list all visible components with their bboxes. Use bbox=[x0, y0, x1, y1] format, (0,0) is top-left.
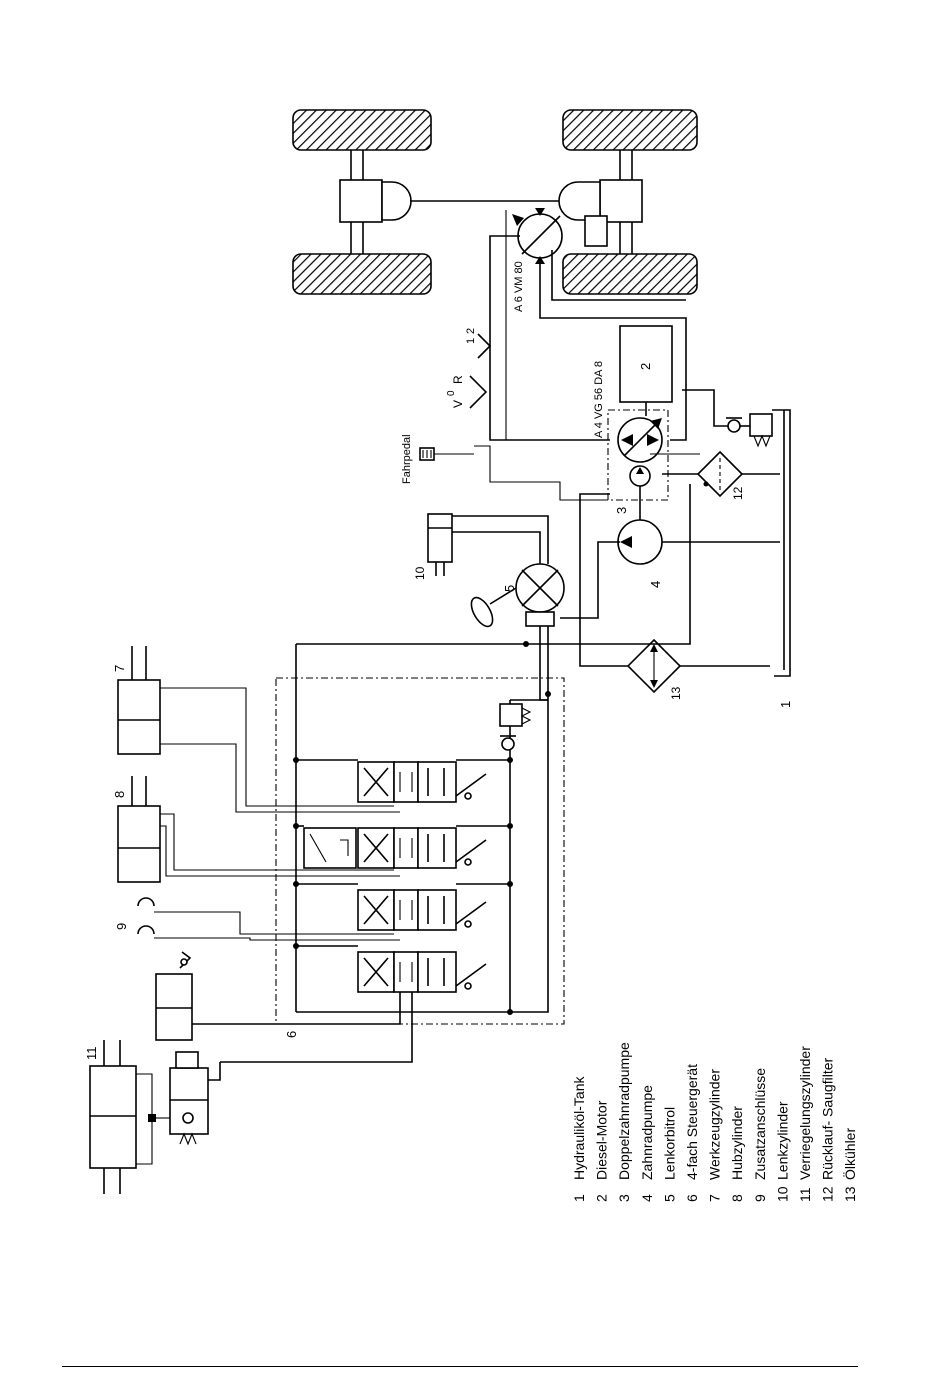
wheel-rear-right bbox=[562, 253, 698, 295]
oil-cooler: 13 bbox=[579, 493, 770, 700]
drive-axles bbox=[292, 109, 698, 295]
footer-rule bbox=[62, 1366, 858, 1367]
legend-name: Werkzeugzylinder bbox=[707, 1069, 723, 1180]
component-13-label: 13 bbox=[669, 686, 683, 700]
return-filter: 12 bbox=[662, 450, 780, 500]
legend-number: 13 bbox=[842, 1186, 858, 1202]
diesel-engine: 2 bbox=[619, 325, 673, 416]
legend-name: Doppelzahnradpumpe bbox=[616, 1042, 632, 1180]
legend-name: Lenkzylinder bbox=[774, 1101, 790, 1180]
component-7-label: 7 bbox=[112, 665, 127, 672]
component-10-label: 10 bbox=[413, 566, 427, 580]
lift-cylinder: 8 bbox=[112, 776, 400, 883]
legend-number: 5 bbox=[661, 1194, 677, 1202]
travel-pedal: Fahrpedal bbox=[401, 434, 608, 501]
bypass-valve bbox=[682, 389, 773, 448]
locking-system: 11 bbox=[84, 951, 413, 1194]
component-6-label: 6 bbox=[284, 1031, 299, 1038]
legend-name: Rücklauf- Saugfilter bbox=[820, 1057, 836, 1180]
legend-name: Hubzylinder bbox=[729, 1106, 745, 1180]
control-valve-block: 6 bbox=[275, 641, 565, 1038]
wheel-front-right bbox=[292, 253, 432, 295]
legend-name: Lenkorbitrol bbox=[661, 1107, 677, 1180]
component-5-label: 5 bbox=[502, 585, 517, 592]
hydraulic-motor: A 6 VM 80 bbox=[512, 208, 563, 312]
legend-number: 12 bbox=[820, 1186, 836, 1202]
steering-cylinder: 10 bbox=[413, 513, 453, 580]
component-1-label: 1 bbox=[778, 701, 793, 708]
legend-number: 9 bbox=[752, 1194, 768, 1202]
component-4-label: 4 bbox=[648, 581, 663, 588]
legend-name: Hydrauliköl-Tank bbox=[571, 1076, 587, 1180]
speed-1-label: 1 bbox=[465, 338, 477, 344]
gear-pump: 4 3 bbox=[614, 486, 663, 588]
component-8-label: 8 bbox=[112, 791, 127, 798]
tank: 1 bbox=[772, 409, 793, 708]
wheel-rear-left bbox=[562, 109, 698, 151]
variable-pump bbox=[607, 409, 669, 501]
tool-cylinder: 7 bbox=[112, 646, 400, 813]
legend-name: Ölkühler bbox=[841, 1128, 858, 1180]
legend-number: 7 bbox=[707, 1194, 723, 1202]
speed-0-label: 0 bbox=[446, 390, 457, 396]
component-9-label: 9 bbox=[114, 923, 129, 930]
legend-name: Zahnradpumpe bbox=[639, 1085, 655, 1180]
valve-section-3 bbox=[296, 883, 510, 931]
legend-number: 11 bbox=[797, 1187, 813, 1202]
legend-name: Verriegelungszylinder bbox=[797, 1046, 813, 1180]
legend-number: 1 bbox=[571, 1194, 587, 1202]
aux-ports: 9 bbox=[114, 897, 400, 941]
steering-unit: 5 bbox=[296, 515, 565, 1013]
valve-section-4 bbox=[296, 945, 487, 993]
wheel-front-left bbox=[292, 109, 432, 151]
component-12-label: 12 bbox=[731, 486, 745, 500]
speed-r-label: R bbox=[451, 375, 465, 384]
valve-section-2 bbox=[296, 825, 510, 869]
legend-number: 2 bbox=[594, 1194, 610, 1202]
valve-section-1 bbox=[296, 759, 510, 803]
legend-name: Diesel-Motor bbox=[594, 1100, 610, 1180]
speed-2-label: 2 bbox=[465, 328, 477, 334]
speed-markers: V 0 R 1 2 bbox=[446, 328, 492, 409]
legend-name: Zusatzanschlüsse bbox=[752, 1068, 768, 1180]
legend-number: 8 bbox=[729, 1194, 745, 1202]
motor-type-label: A 6 VM 80 bbox=[513, 261, 525, 312]
pedal-label: Fahrpedal bbox=[401, 434, 413, 484]
legend-name: 4-fach Steuergerät bbox=[684, 1064, 700, 1180]
component-11-label: 11 bbox=[84, 1047, 99, 1061]
legend-number: 4 bbox=[639, 1194, 655, 1202]
legend-number: 6 bbox=[684, 1194, 700, 1202]
legend-number: 3 bbox=[616, 1194, 632, 1202]
pump-type-label: A 4 VG 56 DA 8 bbox=[593, 361, 605, 438]
legend: 1 Hydrauliköl-Tank 2 Diesel-Motor 3 Doppelzah… bbox=[571, 1042, 858, 1202]
speed-v-label: V bbox=[451, 400, 465, 408]
legend-number: 10 bbox=[774, 1186, 790, 1202]
component-3-label: 3 bbox=[614, 507, 629, 514]
component-2-label: 2 bbox=[638, 363, 653, 370]
